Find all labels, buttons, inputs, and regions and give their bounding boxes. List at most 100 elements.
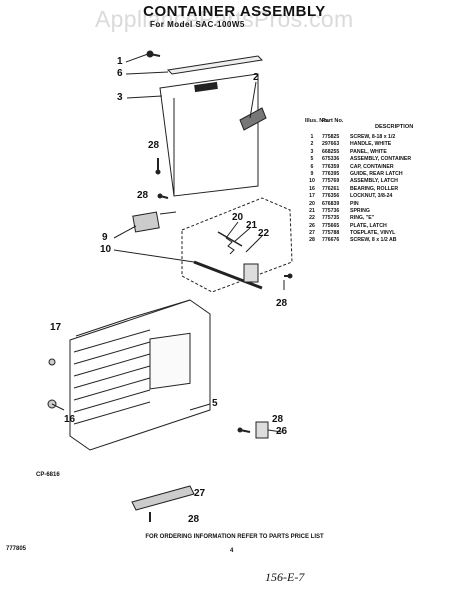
part-number: 675336	[322, 156, 340, 163]
part-description: GUIDE, REAR LATCH	[350, 170, 403, 177]
footer-ordering-note: FOR ORDERING INFORMATION REFER TO PARTS …	[145, 534, 324, 540]
parts-table-body: 1 775825 SCREW, 8-18 x 1/2 2 297663 HANDLE, W…	[305, 134, 465, 245]
part-description: RING, "E"	[350, 215, 375, 222]
illus-number: 17	[309, 193, 315, 200]
callout-26: 26	[276, 426, 288, 437]
part-description: SPRING	[350, 207, 370, 214]
part-number: 668255	[322, 148, 340, 155]
illus-number: 28	[309, 237, 315, 244]
parts-table-header: Illus. No. Part No. DESCRIPTION	[305, 118, 465, 134]
callout-2: 2	[253, 72, 259, 83]
header-part-no: Part No.	[322, 118, 344, 124]
part-description: ASSEMBLY, LATCH	[350, 178, 398, 185]
page-title: CONTAINER ASSEMBLY	[143, 3, 326, 20]
parts-table-row: 21 775736 SPRING	[305, 208, 465, 215]
callout-5: 5	[212, 398, 218, 409]
part-description: BEARING, ROLLER	[350, 185, 399, 192]
callout-20: 20	[232, 212, 244, 223]
callout-6: 6	[117, 68, 123, 79]
front-panel-part	[159, 73, 259, 197]
callout-28-plate: 28	[272, 414, 284, 425]
part-number: 776395	[322, 170, 340, 177]
illus-number: 16	[309, 185, 315, 192]
parts-table-row: 17 776356 LOCKNUT, 3/8-24	[305, 193, 465, 200]
part-number: 776676	[322, 237, 340, 244]
illus-number: 6	[310, 163, 314, 170]
illus-number: 9	[310, 170, 314, 177]
parts-table-row: 28 776676 SCREW, 8 x 1/2 AB	[305, 237, 465, 244]
parts-table-row: 6 776359 CAP, CONTAINER	[305, 164, 465, 171]
latch-assembly-part	[193, 231, 263, 290]
callout-28-toe: 28	[188, 514, 200, 525]
callout-28-panel: 28	[148, 140, 160, 151]
callout-10: 10	[100, 244, 112, 255]
part-number: 775769	[322, 178, 340, 185]
part-number: 775665	[322, 222, 340, 229]
parts-table-row: 27 775788 TOEPLATE, VINYL	[305, 230, 465, 237]
callout-28-latch: 28	[276, 298, 288, 309]
callout-22: 22	[258, 228, 270, 239]
callout-1: 1	[117, 56, 123, 67]
part-number: 776356	[322, 193, 340, 200]
toeplate-part	[131, 485, 195, 511]
callout-16: 16	[64, 414, 76, 425]
container-cap-part	[166, 55, 264, 75]
illus-number: 26	[309, 222, 315, 229]
part-number: 676839	[322, 200, 340, 207]
illus-number: 3	[310, 148, 314, 155]
parts-table-row: 3 668255 PANEL, WHITE	[305, 149, 465, 156]
parts-table-row: 10 775769 ASSEMBLY, LATCH	[305, 178, 465, 185]
part-number: 775736	[322, 207, 340, 214]
illus-number: 20	[309, 200, 315, 207]
part-description: PIN	[350, 200, 359, 207]
illus-number: 22	[309, 215, 315, 222]
callout-28-panel-lower: 28	[137, 190, 149, 201]
part-description: HANDLE, WHITE	[350, 141, 392, 148]
part-description: TOEPLATE, VINYL	[350, 230, 396, 237]
part-description: SCREW, 8-18 x 1/2	[350, 134, 396, 140]
handle-part	[239, 107, 267, 131]
page-number: 4	[230, 548, 234, 554]
part-number: 775735	[322, 215, 340, 222]
callout-27: 27	[194, 488, 206, 499]
part-description: LOCKNUT, 3/8-24	[350, 193, 393, 200]
parts-table-row: 20 676839 PIN	[305, 201, 465, 208]
illus-number: 10	[309, 178, 315, 185]
header-illus-no: Illus. No.	[305, 118, 329, 124]
part-number: 775825	[322, 134, 340, 140]
parts-table-row: 22 775735 RING, "E"	[305, 215, 465, 222]
illus-number: 2	[310, 141, 314, 148]
reference-code: CP-6816	[36, 472, 60, 478]
parts-table-row: 2 297663 HANDLE, WHITE	[305, 141, 465, 148]
part-number: 297663	[322, 141, 340, 148]
part-number: 776261	[322, 185, 340, 192]
handwritten-note: 156-E-7	[265, 570, 305, 584]
callout-21: 21	[246, 220, 258, 231]
parts-table-row: 26 775665 PLATE, LATCH	[305, 223, 465, 230]
rear-latch-guide-part	[132, 211, 177, 233]
callout-3: 3	[117, 92, 123, 103]
parts-table-row: 9 776395 GUIDE, REAR LATCH	[305, 171, 465, 178]
page-code: 777805	[6, 546, 27, 552]
part-description: CAP, CONTAINER	[350, 163, 394, 170]
part-description: PLATE, LATCH	[350, 222, 387, 229]
callout-9: 9	[102, 232, 108, 243]
illus-number: 21	[309, 207, 315, 214]
part-description: PANEL, WHITE	[350, 148, 387, 155]
callout-17: 17	[50, 322, 62, 333]
part-number: 775788	[322, 230, 340, 237]
part-description: ASSEMBLY, CONTAINER	[350, 156, 412, 163]
parts-table-row: 1 775825 SCREW, 8-18 x 1/2	[305, 134, 465, 141]
illus-number: 1	[310, 134, 314, 140]
illus-number: 27	[309, 230, 315, 237]
latch-plate-part	[255, 421, 269, 439]
part-description: SCREW, 8 x 1/2 AB	[350, 237, 397, 244]
screw-part-1	[146, 50, 161, 58]
header-description: DESCRIPTION	[375, 124, 414, 130]
part-number: 776359	[322, 163, 340, 170]
parts-table-row: 16 776261 BEARING, ROLLER	[305, 186, 465, 193]
model-subtitle: For Model SAC-100W5	[150, 20, 245, 29]
